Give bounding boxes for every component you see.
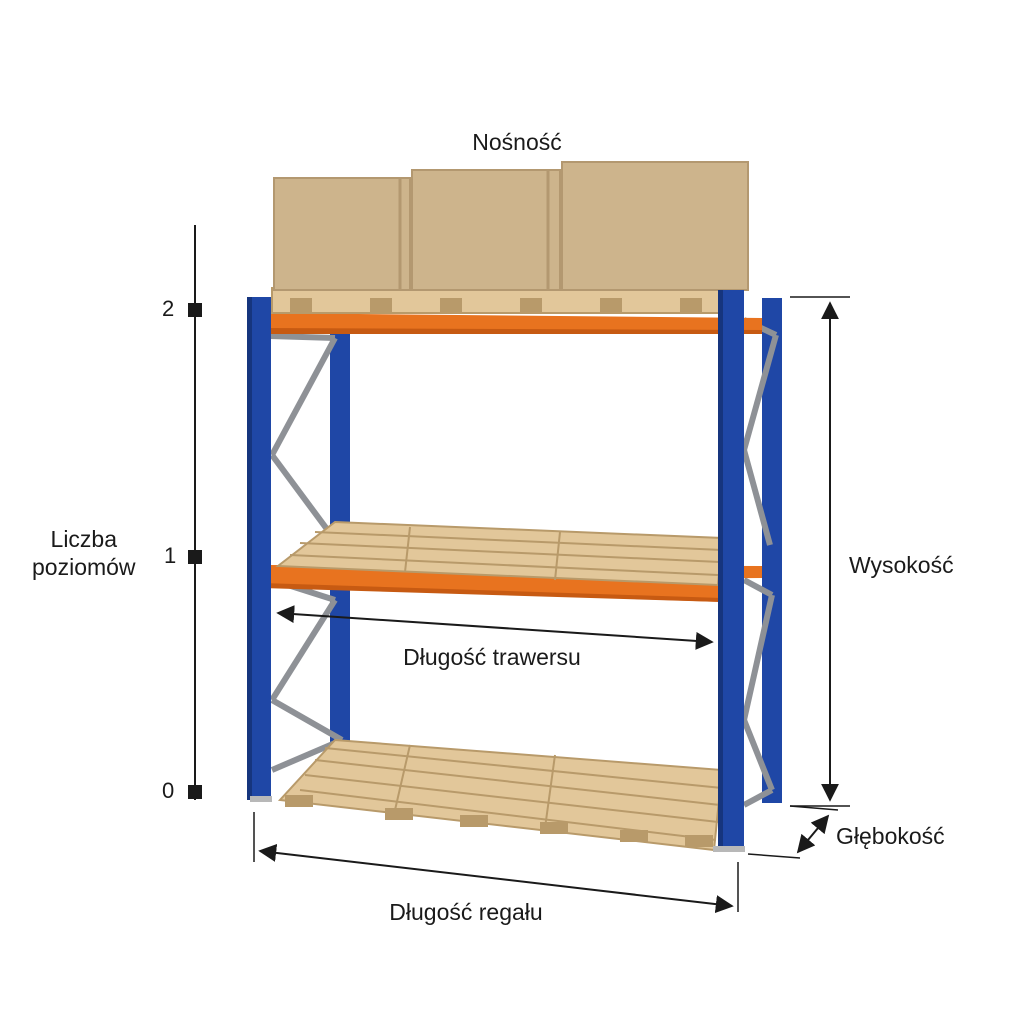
bracing-right [741, 317, 779, 808]
rack-length-dimension [253, 812, 739, 914]
height-dimension [790, 296, 850, 807]
depth-dimension [747, 805, 839, 859]
beam-length-label: Długość trawersu [403, 644, 581, 670]
depth-label: Głębokość [836, 823, 945, 849]
levels-label: Liczba poziomów [32, 525, 136, 581]
boxes [273, 161, 749, 291]
back-upright-right [762, 298, 782, 803]
levels-label-line2: poziomów [32, 554, 136, 580]
levels-label-line1: Liczba [50, 526, 118, 552]
beam-middle-front [262, 565, 722, 602]
box-2 [411, 169, 561, 291]
beam-top-shadow [262, 328, 762, 334]
level-tick-1: 1 [164, 543, 177, 568]
double-arrow-icon [276, 605, 714, 650]
double-arrow-icon [258, 843, 734, 914]
beam-top [262, 313, 762, 332]
beam-middle-shadow [262, 583, 722, 602]
level-axis [188, 225, 202, 800]
pallets-top [271, 287, 723, 314]
level-tick-0: 0 [162, 778, 175, 803]
rack-length-label: Długość regału [389, 899, 543, 925]
box-1 [273, 177, 411, 291]
double-arrow-icon [796, 814, 830, 854]
height-label: Wysokość [849, 552, 954, 578]
front-uprights [247, 290, 745, 852]
capacity-label: Nośność [472, 129, 562, 155]
square-marker-icon [188, 303, 202, 317]
level-tick-2: 2 [162, 296, 175, 321]
box-3 [561, 161, 749, 291]
square-marker-icon [188, 550, 202, 564]
square-marker-icon [188, 785, 202, 799]
pallets-bottom [277, 738, 724, 852]
bracing-left [269, 333, 344, 773]
